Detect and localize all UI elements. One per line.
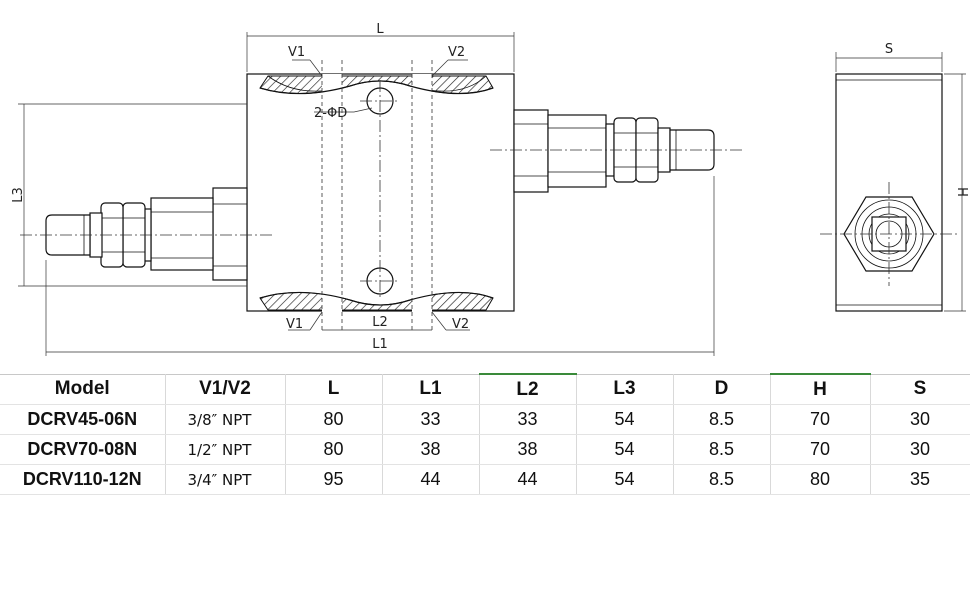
dimension-S: S	[835, 42, 943, 72]
cell-D: 8.5	[673, 464, 771, 495]
right-fitting	[513, 109, 715, 193]
cell-model: DCRV45-06N	[0, 404, 166, 435]
label-L2: L2	[372, 315, 388, 330]
header-S: S	[870, 373, 970, 405]
header-model: Model	[0, 373, 166, 405]
cell-L3: 54	[576, 434, 674, 465]
label-L1: L1	[372, 337, 388, 352]
cell-H: 80	[770, 464, 871, 495]
cell-L2: 38	[479, 434, 577, 465]
cell-L: 80	[285, 434, 383, 465]
label-V1-bottom: V1	[286, 317, 303, 332]
header-v1-v2: V1/V2	[165, 373, 286, 405]
front-view: L V1 V2 2-ΦD V1 V2 L2 L1	[11, 22, 742, 356]
table-header-row: Model V1/V2 L L1 L2 L3 D H S	[0, 373, 970, 405]
dimension-L3: L3	[11, 103, 247, 287]
cell-port: 3/4″ NPT	[165, 464, 286, 495]
cell-D: 8.5	[673, 434, 771, 465]
dimension-H: H	[944, 73, 969, 312]
valve-technical-drawing: L V1 V2 2-ΦD V1 V2 L2 L1	[11, 22, 969, 356]
label-V2-bottom: V2	[452, 317, 469, 332]
cell-model: DCRV70-08N	[0, 434, 166, 465]
bottom-port-section	[259, 286, 494, 312]
cell-model: DCRV110-12N	[0, 464, 166, 495]
cell-H: 70	[770, 434, 871, 465]
cell-port: 1/2″ NPT	[165, 434, 286, 465]
cell-L2: 44	[479, 464, 577, 495]
cell-S: 30	[870, 404, 970, 435]
header-L3: L3	[576, 373, 674, 405]
label-V1-top: V1	[288, 45, 305, 60]
header-L: L	[285, 373, 383, 405]
label-L: L	[376, 22, 384, 37]
dimension-L2: L2	[322, 315, 432, 331]
cell-L1: 33	[382, 404, 480, 435]
left-fitting	[45, 187, 248, 281]
cell-L: 80	[285, 404, 383, 435]
label-L3: L3	[11, 187, 26, 203]
cell-port: 3/8″ NPT	[165, 404, 286, 435]
label-hole-diameter: 2-ΦD	[314, 106, 347, 121]
header-H: H	[770, 373, 871, 405]
top-port-section	[259, 74, 494, 100]
header-D: D	[673, 373, 771, 405]
specification-table: Model V1/V2 L L1 L2 L3 D H S DCRV45-06N …	[0, 373, 970, 495]
cell-S: 35	[870, 464, 970, 495]
table-row: DCRV110-12N 3/4″ NPT 95 44 44 54 8.5 80 …	[0, 464, 970, 495]
dimension-L1: L1	[45, 176, 715, 356]
dimension-L: L	[246, 22, 515, 72]
label-V2-top: V2	[448, 45, 465, 60]
cell-L1: 38	[382, 434, 480, 465]
cell-S: 30	[870, 434, 970, 465]
cell-L2: 33	[479, 404, 577, 435]
cell-L: 95	[285, 464, 383, 495]
cell-H: 70	[770, 404, 871, 435]
label-S: S	[885, 42, 893, 57]
table-row: DCRV70-08N 1/2″ NPT 80 38 38 54 8.5 70 3…	[0, 434, 970, 465]
label-H: H	[954, 187, 969, 197]
cell-D: 8.5	[673, 404, 771, 435]
header-L1: L1	[382, 373, 480, 405]
table-row: DCRV45-06N 3/8″ NPT 80 33 33 54 8.5 70 3…	[0, 404, 970, 435]
cell-L1: 44	[382, 464, 480, 495]
cell-L3: 54	[576, 404, 674, 435]
cell-L3: 54	[576, 464, 674, 495]
header-L2: L2	[479, 373, 577, 405]
side-view: S H	[820, 42, 969, 312]
